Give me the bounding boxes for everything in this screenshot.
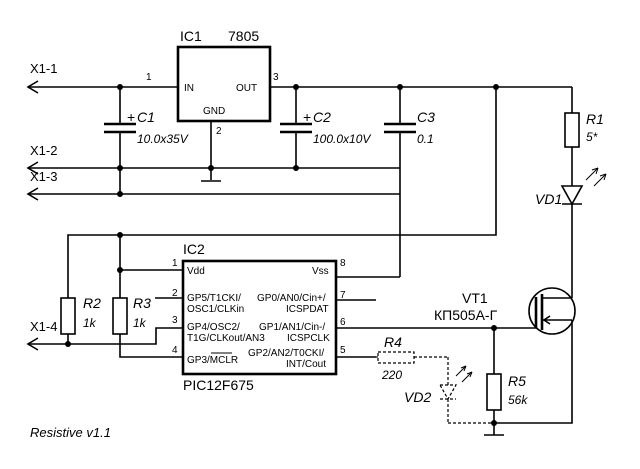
- source-ground-wire: [494, 344, 573, 424]
- ic2-wiring: [28, 269, 496, 358]
- ic1-pin-number-1: 1: [146, 72, 152, 83]
- ic1-body: [176, 45, 272, 123]
- r3-value: 1k: [133, 316, 147, 330]
- c1-ref: C1: [137, 109, 155, 125]
- ic1-pin-number-3: 3: [273, 72, 279, 83]
- ic2-pin3-label-2: T1G/CLKout/AN3: [187, 333, 265, 344]
- ic1-part: 7805: [228, 28, 259, 44]
- version-label: Resistive v1.1: [30, 425, 111, 440]
- resistor-r3: [112, 297, 128, 335]
- c2-value: 100.0x10V: [313, 132, 371, 146]
- resistor-r4-optional: [376, 351, 448, 364]
- r1-value: 5*: [586, 130, 598, 144]
- c1-plus: +: [127, 109, 135, 125]
- ic2-pin-number-8: 8: [340, 258, 346, 269]
- ic2-pin2-label: GP5/T1CKI/: [187, 293, 241, 304]
- ic2-pin-number-1: 1: [172, 258, 178, 269]
- ic2-pin5-label-2: INT/Cout: [286, 359, 326, 370]
- pullup-wire: [67, 87, 497, 298]
- r5-ref: R5: [508, 373, 526, 389]
- r4-value: 220: [381, 368, 402, 382]
- ic2-pin5-label: GP2/AN2/T0CKI/: [248, 348, 324, 359]
- connector-arrows: [26, 80, 39, 351]
- resistor-r2: [60, 297, 76, 335]
- r4-ref: R4: [384, 334, 402, 350]
- ic2-pin3-label: GP4/OSC2/: [187, 322, 240, 333]
- resistor-r1: [564, 112, 580, 148]
- c2-ref: C2: [313, 109, 331, 125]
- ic2-body: [181, 259, 338, 376]
- ic2-pin-number-5: 5: [340, 345, 346, 356]
- capacitor-c3: [384, 87, 416, 277]
- ic2-pin8-label: Vss: [312, 266, 329, 277]
- ic2-pin-number-3: 3: [172, 315, 178, 326]
- vd1-ref: VD1: [535, 191, 562, 207]
- ic2-pin1-label: Vdd: [187, 266, 205, 277]
- ic2-pin2-label-2: OSC1/CLKin: [187, 304, 244, 315]
- led-vd2-optional: [438, 357, 494, 424]
- capacitor-c2: [280, 87, 312, 168]
- ic1-pin-in: IN: [184, 83, 194, 94]
- ic1-pin-out: OUT: [236, 83, 257, 94]
- ic2-part: PIC12F675: [183, 377, 254, 393]
- ic1-pin-number-2: 2: [216, 126, 222, 137]
- led-vd1: [560, 167, 607, 206]
- r2-ref: R2: [83, 295, 101, 311]
- ic2-ref: IC2: [183, 241, 205, 257]
- r2-value: 1k: [83, 316, 97, 330]
- c3-value: 0.1: [417, 132, 434, 146]
- vd2-ref: VD2: [404, 389, 431, 405]
- ic1-ref: IC1: [180, 28, 202, 44]
- ic2-pin6-label-2: ICSPCLK: [287, 333, 330, 344]
- resistor-r5: [486, 373, 502, 411]
- c3-ref: C3: [417, 109, 435, 125]
- ic2-pin6-label: GP1/AN1/Cin-/: [259, 322, 325, 333]
- ic2-pin7-label: GP0/AN0/Cin+/: [257, 293, 326, 304]
- ic1-pin-gnd: GND: [203, 106, 225, 117]
- connector-x1-3: X1-3: [30, 169, 57, 184]
- ic2-pin-number-7: 7: [340, 290, 346, 301]
- r5-value: 56k: [508, 393, 528, 407]
- c1-value: 10.0x35V: [137, 132, 189, 146]
- capacitor-c1: [104, 87, 136, 194]
- r3-ref: R3: [133, 295, 151, 311]
- mosfet-vt1: [496, 287, 576, 344]
- ic2-pin-number-2: 2: [172, 288, 178, 299]
- ic2-pin-number-4: 4: [172, 345, 178, 356]
- ic2-pin4-label: GP3/MCLR: [187, 355, 238, 366]
- connector-x1-2: X1-2: [30, 143, 57, 158]
- connector-x1-1: X1-1: [30, 61, 57, 76]
- ic2-pin-number-6: 6: [340, 317, 346, 328]
- r1-ref: R1: [586, 111, 604, 127]
- c2-plus: +: [303, 109, 311, 125]
- vt1-ref: VT1: [462, 290, 488, 306]
- connector-x1-4: X1-4: [30, 319, 57, 334]
- vt1-part: КП505А-Г: [434, 307, 498, 323]
- ic2-pin7-label-2: ICSPDAT: [286, 304, 329, 315]
